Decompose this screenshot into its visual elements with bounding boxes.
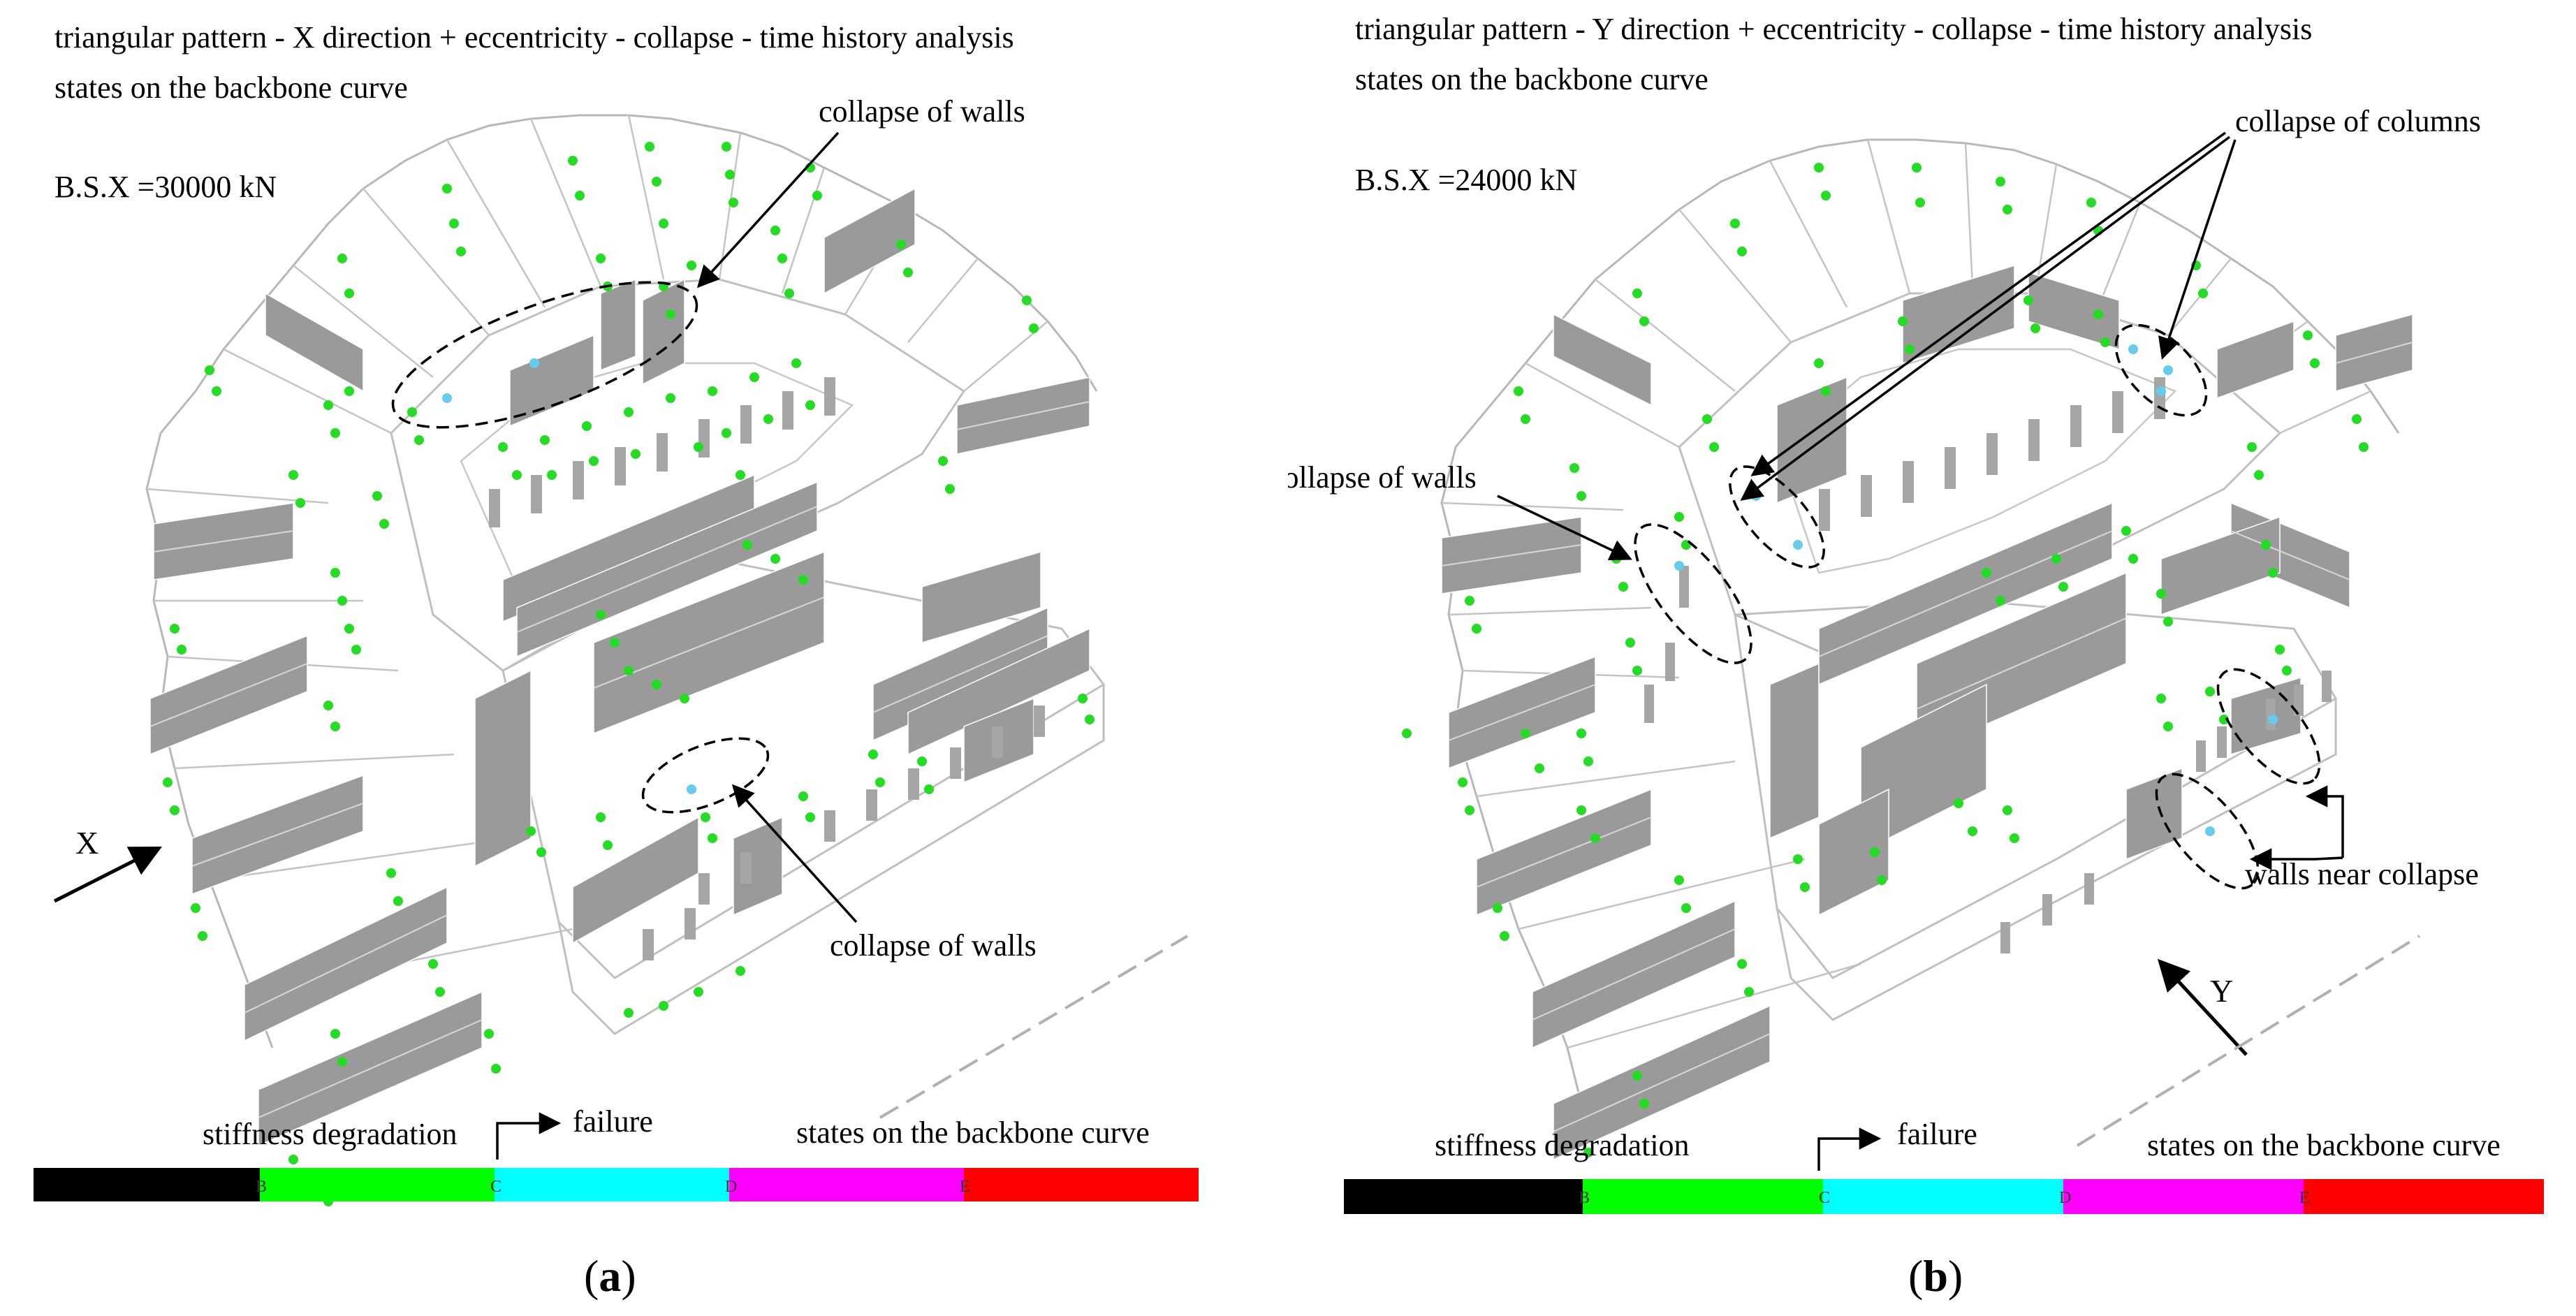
panel-b: triangular pattern - Y direction + eccen… <box>1288 0 2576 1316</box>
collapse-ellipse-bottom <box>641 737 770 814</box>
svg-text:(b): (b) <box>1908 1251 1963 1301</box>
lower-wing-front <box>557 685 1105 1035</box>
legend-states-label: states on the backbone curve <box>2147 1128 2501 1162</box>
annotation-top: collapse of walls <box>819 94 1025 129</box>
hinge-dots-cyan <box>442 358 696 794</box>
legend-bar-c <box>495 1168 729 1201</box>
title-line-1: triangular pattern - X direction + eccen… <box>54 20 1014 54</box>
legend-bar-e <box>2304 1179 2544 1214</box>
direction-arrow <box>53 846 163 903</box>
legend-bar-e <box>964 1168 1199 1201</box>
annotation-columns: collapse of columns <box>2235 104 2481 138</box>
grid-line <box>2076 935 2421 1147</box>
annotation-near-arrow-2 <box>2249 848 2343 870</box>
annotation-columns-arrow-1 <box>1750 131 2227 476</box>
legend-letter-c: C <box>490 1178 502 1196</box>
direction-arrow <box>2157 958 2248 1056</box>
annotation-near-arrow-1 <box>2305 785 2344 858</box>
caption-letter: b <box>1923 1251 1948 1301</box>
base-shear-label: B.S.X =30000 kN <box>54 170 277 204</box>
courtyard <box>1776 348 2177 574</box>
panel-a-svg: triangular pattern - X direction + eccen… <box>34 20 1199 1301</box>
spoke-lines <box>1441 139 2371 1049</box>
title-line-2: states on the backbone curve <box>54 71 408 105</box>
wall-panels <box>149 187 1090 1147</box>
collapse-ellipse-columns-left <box>1729 465 1825 569</box>
direction-label: Y <box>2210 973 2233 1009</box>
collapse-ellipse-top <box>391 281 698 429</box>
panel-b-svg: triangular pattern - Y direction + eccen… <box>1288 12 2544 1301</box>
caption-letter: a <box>599 1251 621 1301</box>
legend-bar-d <box>729 1168 964 1201</box>
direction-label: X <box>75 825 98 861</box>
annotation-walls: collapse of walls <box>1288 460 1477 495</box>
legend: stiffness degradation failure states on … <box>34 1104 1199 1201</box>
legend-failure-label: failure <box>1897 1117 1977 1151</box>
wall-stripes <box>149 401 1090 1118</box>
near-collapse-ellipse-right <box>2216 668 2321 785</box>
panel-a: triangular pattern - X direction + eccen… <box>34 20 1199 1301</box>
annotation-walls-arrow <box>1497 495 1632 561</box>
annotation-bottom: collapse of walls <box>830 928 1037 963</box>
hinge-dots-green <box>163 142 1095 1206</box>
legend-letter-e: E <box>2299 1189 2310 1207</box>
legend-states-label: states on the backbone curve <box>796 1116 1150 1150</box>
short-walls <box>1644 377 2332 953</box>
outer-perimeter <box>1454 138 2400 448</box>
legend-stiffness-label: stiffness degradation <box>1435 1128 1690 1162</box>
legend: stiffness degradation failure states on … <box>1344 1117 2544 1214</box>
legend-letter-c: C <box>1819 1189 1830 1207</box>
legend-letter-b: B <box>1579 1189 1590 1207</box>
legend-bar-b <box>260 1168 495 1201</box>
legend-bar-b <box>1583 1179 1823 1214</box>
hinge-dots-green <box>1402 163 2369 1206</box>
annotation-top-arrow <box>696 131 840 288</box>
panel-caption: (a) <box>584 1251 636 1301</box>
annotation-columns-arrow-2 <box>1740 136 2231 501</box>
structural-model <box>1402 138 2413 1206</box>
lower-wing <box>1734 599 2338 979</box>
legend-bar-c <box>1823 1179 2063 1214</box>
annotation-columns-arrow-3 <box>2158 139 2237 360</box>
collapse-ellipse-walls <box>1634 523 1752 664</box>
legend-failure-arrow <box>1817 1127 1882 1171</box>
grid-line <box>879 935 1189 1119</box>
svg-text:(a): (a) <box>584 1251 636 1301</box>
base-shear-label: B.S.X =24000 kN <box>1355 163 1577 197</box>
legend-letter-d: D <box>725 1178 737 1196</box>
title-line-1: triangular pattern - Y direction + eccen… <box>1355 12 2312 46</box>
title-line-2: states on the backbone curve <box>1355 62 1708 96</box>
lower-wing-front <box>1776 699 2337 1021</box>
legend-letter-b: B <box>256 1178 267 1196</box>
short-walls <box>489 377 1045 960</box>
structural-model <box>145 114 1106 1206</box>
outer-perimeter <box>159 114 1098 434</box>
legend-bar-a <box>34 1168 260 1201</box>
legend-stiffness-label: stiffness degradation <box>203 1117 458 1151</box>
legend-bar-a <box>1344 1179 1583 1214</box>
legend-letter-e: E <box>960 1178 970 1196</box>
legend-failure-label: failure <box>573 1104 653 1139</box>
wall-stripes <box>1441 342 2413 1132</box>
annotation-bottom-arrow <box>731 784 858 923</box>
annotation-near: walls near collapse <box>2245 857 2479 891</box>
legend-failure-arrow <box>496 1112 562 1160</box>
near-collapse-ellipse-left <box>2155 773 2260 890</box>
legend-bar-d <box>2063 1179 2304 1214</box>
panel-caption: (b) <box>1908 1251 1963 1301</box>
legend-letter-d: D <box>2059 1189 2071 1207</box>
